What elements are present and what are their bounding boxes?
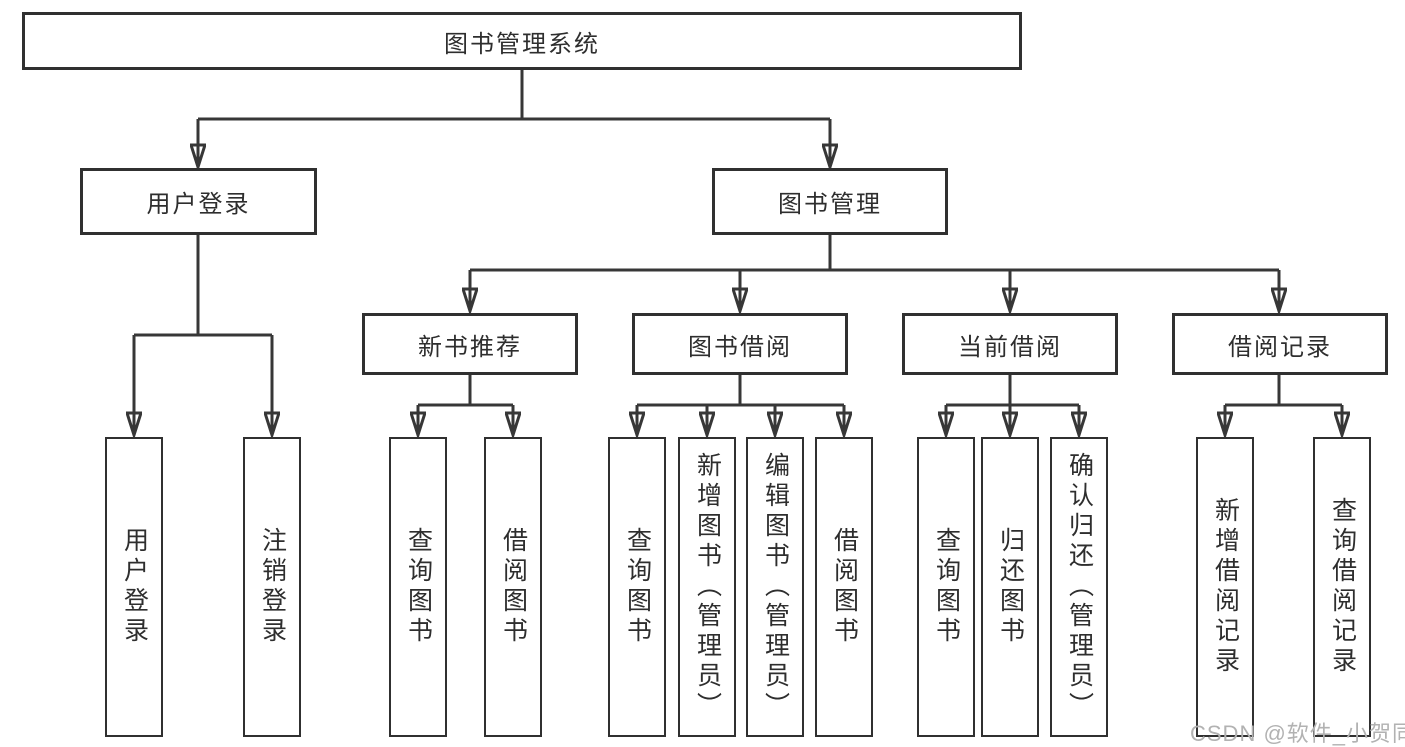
node-current-borrow: 当前借阅 <box>902 313 1118 375</box>
node-borrow-records: 借阅记录 <box>1172 313 1388 375</box>
arrowheads <box>134 119 1342 435</box>
bus-new-book-recommend <box>418 375 513 407</box>
leaf-query-books-current: 查询图书 <box>917 437 975 737</box>
leaf-add-books-admin: 新增图书（管理员） <box>678 437 736 737</box>
node-book-management: 图书管理 <box>712 168 948 235</box>
leaf-label: 归还图书 <box>996 527 1025 647</box>
leaf-edit-books-admin: 编辑图书（管理员） <box>746 437 804 737</box>
leaf-add-borrow-record: 新增借阅记录 <box>1196 437 1254 737</box>
bus-user-login <box>134 235 272 337</box>
node-book-borrow: 图书借阅 <box>632 313 848 375</box>
leaf-label: 注销登录 <box>258 527 287 647</box>
leaf-label: 新增图书（管理员） <box>693 452 722 722</box>
leaf-query-books-borrow: 查询图书 <box>608 437 666 737</box>
node-root-label: 图书管理系统 <box>444 30 600 58</box>
leaf-query-books-recommend: 查询图书 <box>389 437 447 737</box>
leaf-label: 借阅图书 <box>499 527 528 647</box>
leaf-borrow-books-recommend: 借阅图书 <box>484 437 542 737</box>
leaf-label: 确认归还（管理员） <box>1065 452 1094 722</box>
bus-book-borrow <box>637 375 844 407</box>
leaf-label: 查询图书 <box>932 527 961 647</box>
node-new-book-recommend: 新书推荐 <box>362 313 578 375</box>
node-root: 图书管理系统 <box>22 12 1022 70</box>
node-label: 新书推荐 <box>418 333 522 361</box>
leaf-label: 借阅图书 <box>830 527 859 647</box>
node-label: 借阅记录 <box>1228 333 1332 361</box>
node-label: 图书借阅 <box>688 333 792 361</box>
leaf-query-borrow-record: 查询借阅记录 <box>1313 437 1371 737</box>
leaf-label: 用户登录 <box>120 527 149 647</box>
leaf-user-login: 用户登录 <box>105 437 163 737</box>
node-label: 图书管理 <box>778 191 882 218</box>
leaf-label: 查询图书 <box>623 527 652 647</box>
node-label: 当前借阅 <box>958 333 1062 361</box>
bus-current-borrow <box>946 375 1079 407</box>
leaf-label: 编辑图书（管理员） <box>761 452 790 722</box>
bus-book-management <box>470 235 1279 272</box>
leaf-confirm-return-admin: 确认归还（管理员） <box>1050 437 1108 737</box>
bus-borrow-records <box>1225 375 1342 407</box>
leaf-borrow-books: 借阅图书 <box>815 437 873 737</box>
csdn-watermark: CSDN @软件_小贺同学 <box>1190 721 1405 746</box>
node-label: 用户登录 <box>146 191 251 218</box>
leaf-label: 查询图书 <box>404 527 433 647</box>
bus-root <box>198 70 830 121</box>
leaf-logout: 注销登录 <box>243 437 301 737</box>
leaf-return-books: 归还图书 <box>981 437 1039 737</box>
node-user-login: 用户登录 <box>80 168 317 235</box>
leaf-label: 新增借阅记录 <box>1211 497 1240 677</box>
leaf-label: 查询借阅记录 <box>1328 497 1357 677</box>
